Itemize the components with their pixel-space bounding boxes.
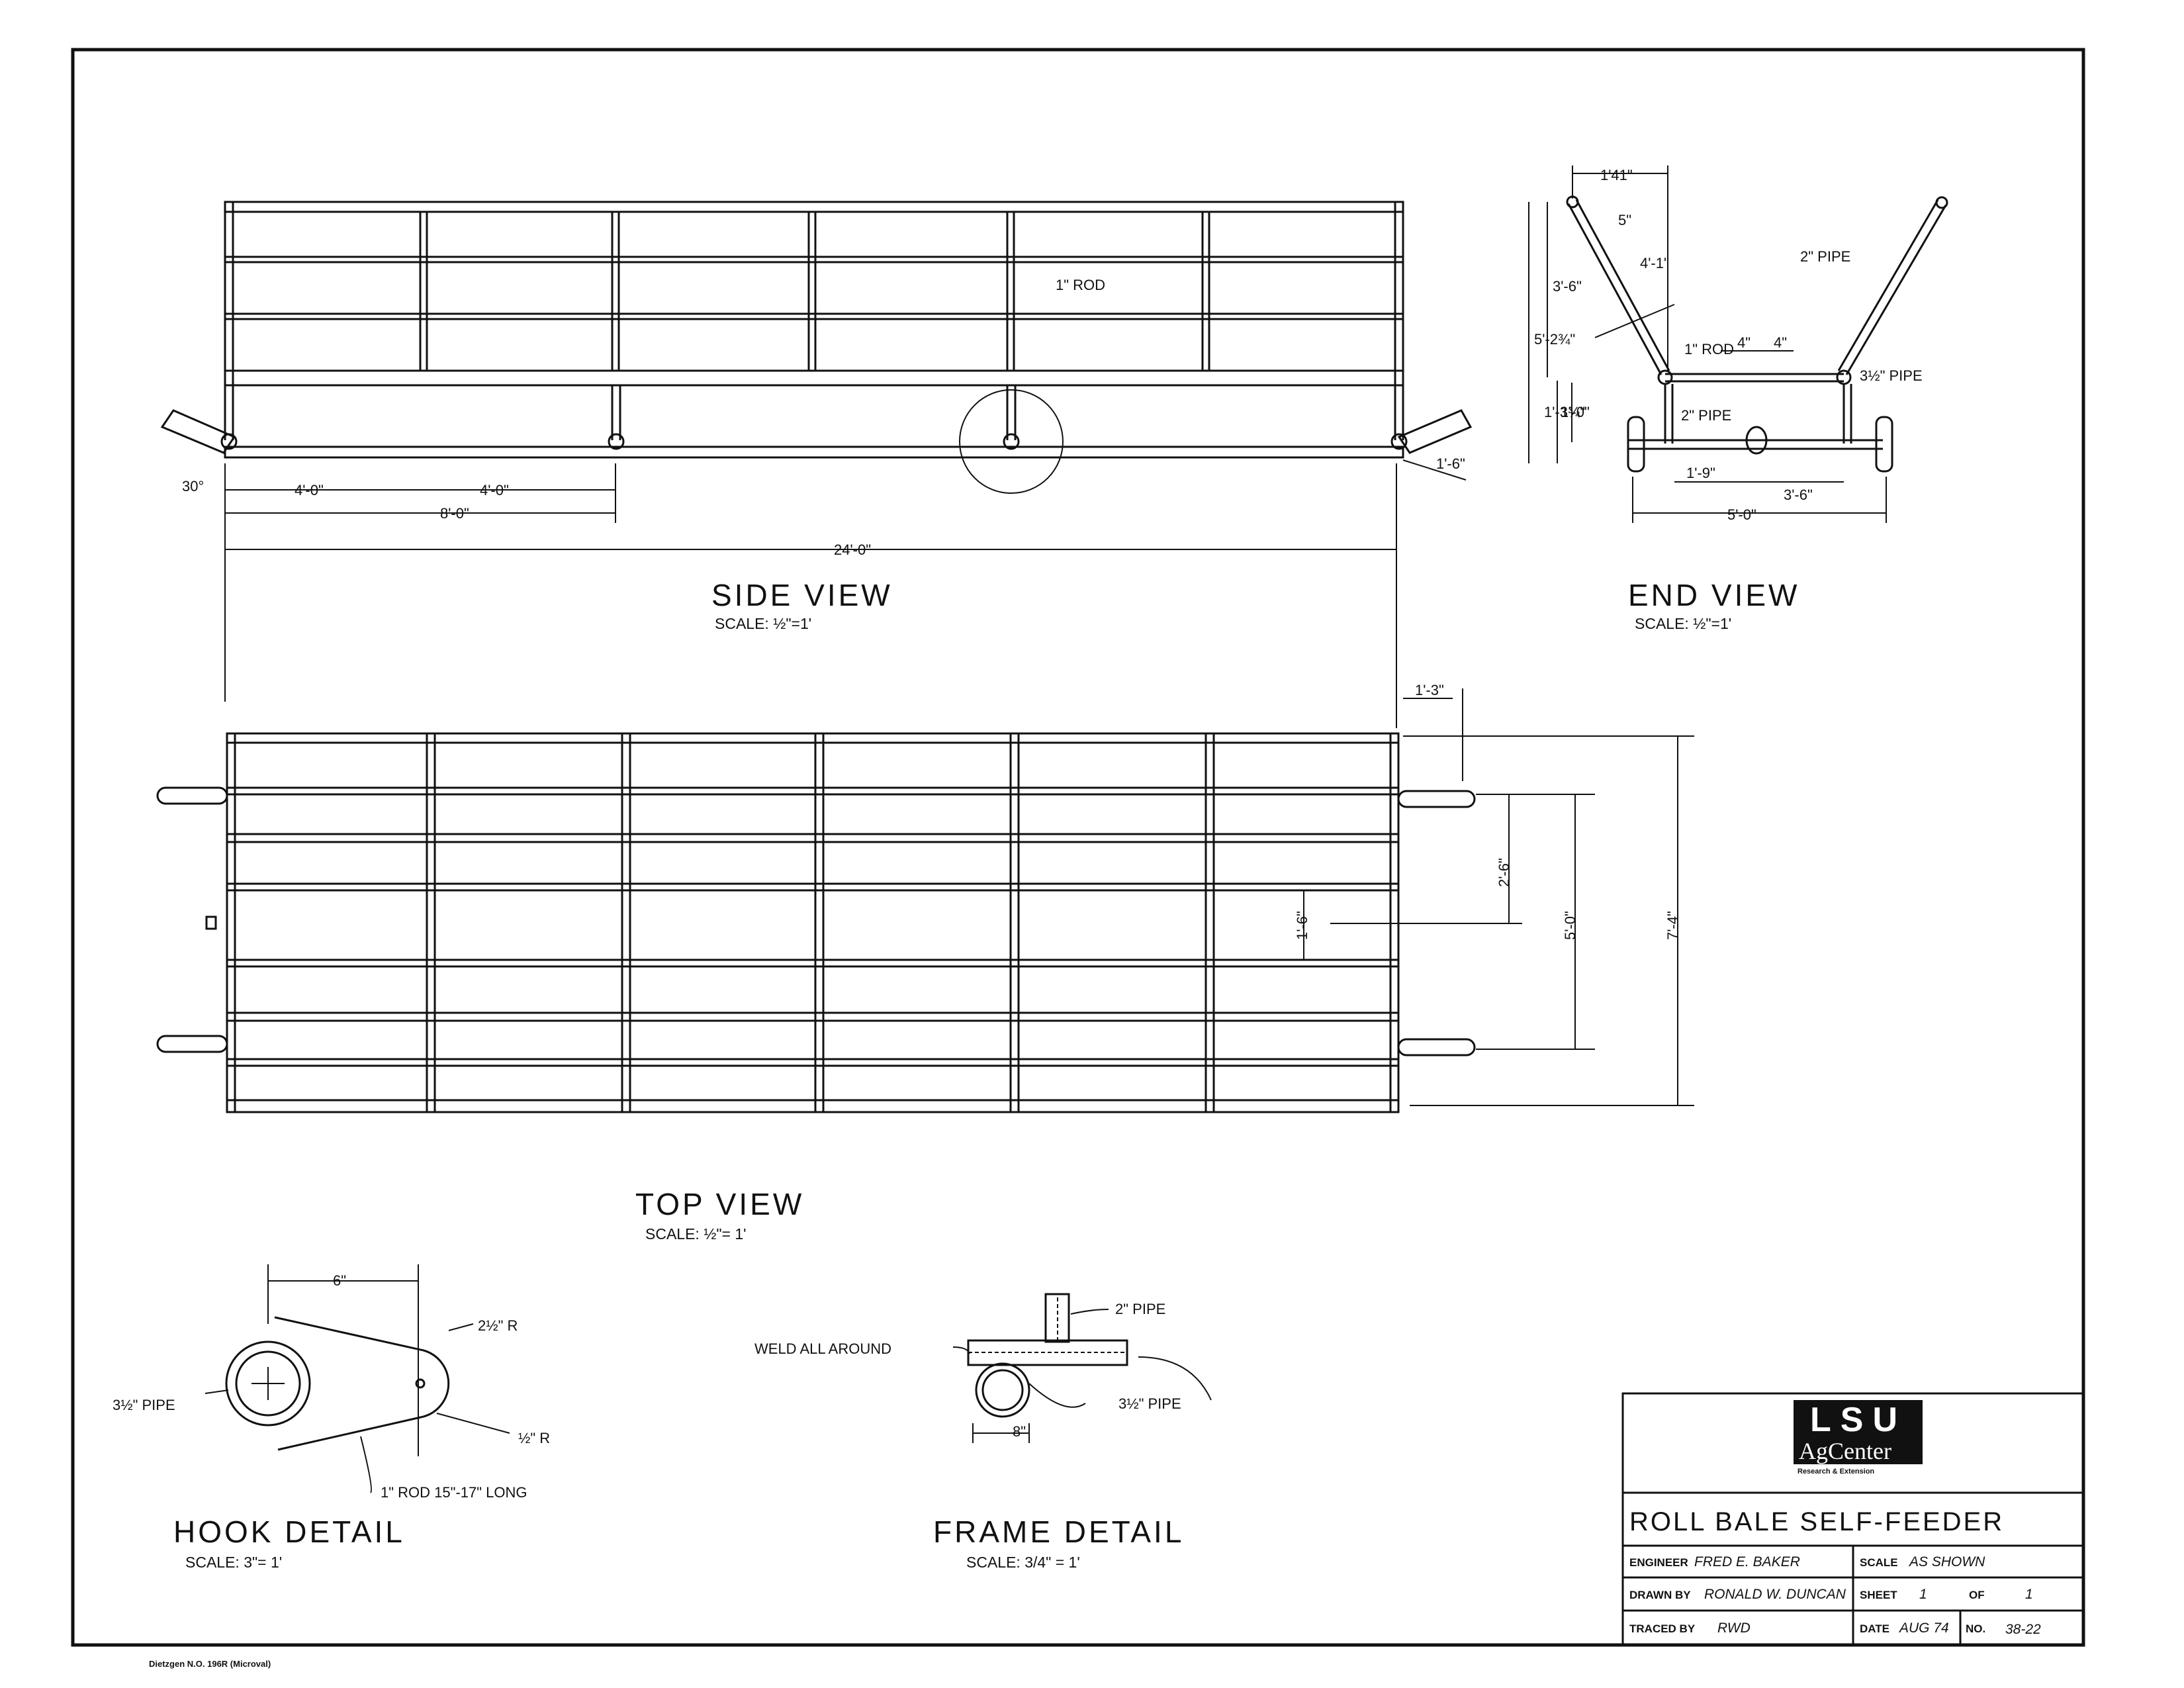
hook-pipe-label: 3½" PIPE	[113, 1397, 175, 1413]
top-view	[156, 688, 1694, 1113]
drawn-value: RONALD W. DUNCAN	[1704, 1587, 1846, 1602]
end-pipe35-label: 3½" PIPE	[1860, 367, 1923, 384]
side-view	[160, 201, 1473, 728]
hook-detail-scale: SCALE: 3"= 1'	[185, 1554, 282, 1571]
engineer-label: ENGINEER	[1629, 1556, 1688, 1569]
traced-value: RWD	[1717, 1620, 1751, 1636]
end-view-title: END VIEW	[1628, 578, 1799, 612]
end-view-scale: SCALE: ½"=1'	[1635, 615, 1731, 632]
end-dim-top: 1'41"	[1600, 167, 1633, 183]
hook-r1-label: 2½" R	[478, 1317, 518, 1334]
hook-dim-w: 6"	[333, 1272, 346, 1289]
end-pipe2b-label: 2" PIPE	[1681, 407, 1731, 424]
engineer-value: FRED E. BAKER	[1694, 1554, 1800, 1570]
top-view-scale: SCALE: ½"= 1'	[645, 1225, 747, 1243]
no-value: 38-22	[2005, 1622, 2041, 1637]
hook-r2-label: ½" R	[518, 1430, 550, 1446]
end-pipe2-label: 2" PIPE	[1800, 248, 1850, 265]
logo-lsu: LSU	[1810, 1401, 1907, 1439]
logo-agcenter: AgCenter	[1799, 1438, 1891, 1464]
end-dim-w3: 5'-0"	[1727, 506, 1756, 523]
frame-detail	[952, 1293, 1212, 1443]
hook-rod-label: 1" ROD 15"-17" LONG	[381, 1484, 527, 1501]
top-dim-d4: 7'-4"	[1664, 911, 1681, 940]
scale-value: AS SHOWN	[1908, 1554, 1985, 1570]
date-value: AUG 74	[1898, 1620, 1949, 1636]
end-dim-sp2: 4"	[1774, 334, 1787, 351]
side-view-scale: SCALE: ½"=1'	[715, 615, 811, 632]
side-dim-a: 4'-0"	[295, 482, 324, 498]
scale-label: SCALE	[1860, 1556, 1898, 1569]
traced-label: TRACED BY	[1629, 1622, 1696, 1635]
of-label: OF	[1969, 1589, 1985, 1601]
end-dim-w2: 3'-6"	[1784, 487, 1813, 503]
end-dim-diag1: 5"	[1618, 212, 1631, 228]
side-rod-label: 1" ROD	[1056, 277, 1105, 293]
date-label: DATE	[1860, 1622, 1889, 1635]
frame-detail-title: FRAME DETAIL	[933, 1515, 1184, 1549]
frame-weld-label: WELD ALL AROUND	[754, 1340, 891, 1357]
side-dim-angle: 30°	[182, 478, 204, 494]
sheet-border	[71, 48, 2085, 1647]
hook-detail	[205, 1264, 510, 1493]
drawn-label: DRAWN BY	[1629, 1589, 1691, 1601]
top-dim-d3: 5'-0"	[1562, 911, 1578, 940]
frame-pipe2-label: 2" PIPE	[1115, 1301, 1165, 1317]
end-dim-h2: 5'-2¾"	[1534, 331, 1575, 348]
footer-note: Dietzgen N.O. 196R (Microval)	[149, 1659, 271, 1669]
side-dim-ext: 1'-6"	[1436, 455, 1465, 472]
frame-pipe35-label: 3½" PIPE	[1118, 1395, 1181, 1412]
end-dim-diag2: 4'-1"	[1640, 255, 1669, 271]
frame-dim-w: 8"	[1013, 1423, 1026, 1440]
end-dim-h3: 1'-3¾"	[1544, 404, 1585, 420]
end-dim-w1: 1'-9"	[1686, 465, 1715, 481]
lsu-agcenter-logo: LSU AgCenter Research & Extension	[1794, 1400, 1923, 1476]
top-dim-d2: 1'-6"	[1294, 911, 1310, 940]
side-dim-total: 24'-0"	[834, 541, 871, 558]
logo-sub: Research & Extension	[1797, 1468, 1874, 1476]
end-dim-sp1: 4"	[1737, 334, 1751, 351]
title-block	[1621, 1392, 2085, 1646]
side-view-title: SIDE VIEW	[711, 578, 893, 612]
side-dim-b: 4'-0"	[480, 482, 509, 498]
top-dim-ext: 1'-3"	[1415, 682, 1444, 698]
end-view	[1528, 165, 1948, 523]
sheet-value: 1	[1919, 1587, 1927, 1602]
sheet-label: SHEET	[1860, 1589, 1897, 1601]
no-label: NO.	[1966, 1622, 1985, 1635]
top-view-title: TOP VIEW	[635, 1187, 804, 1221]
end-rod-label: 1" ROD	[1684, 341, 1734, 357]
drawing-title: ROLL BALE SELF-FEEDER	[1629, 1507, 2004, 1536]
end-dim-h4: 1'-0"	[1561, 404, 1590, 420]
of-value: 1	[2025, 1587, 2033, 1602]
frame-detail-scale: SCALE: 3/4" = 1'	[966, 1554, 1080, 1571]
top-dim-d1: 2'-6"	[1496, 858, 1512, 887]
side-dim-c: 8'-0"	[440, 505, 469, 522]
hook-detail-title: HOOK DETAIL	[173, 1515, 405, 1549]
end-dim-h1: 3'-6"	[1553, 278, 1582, 295]
